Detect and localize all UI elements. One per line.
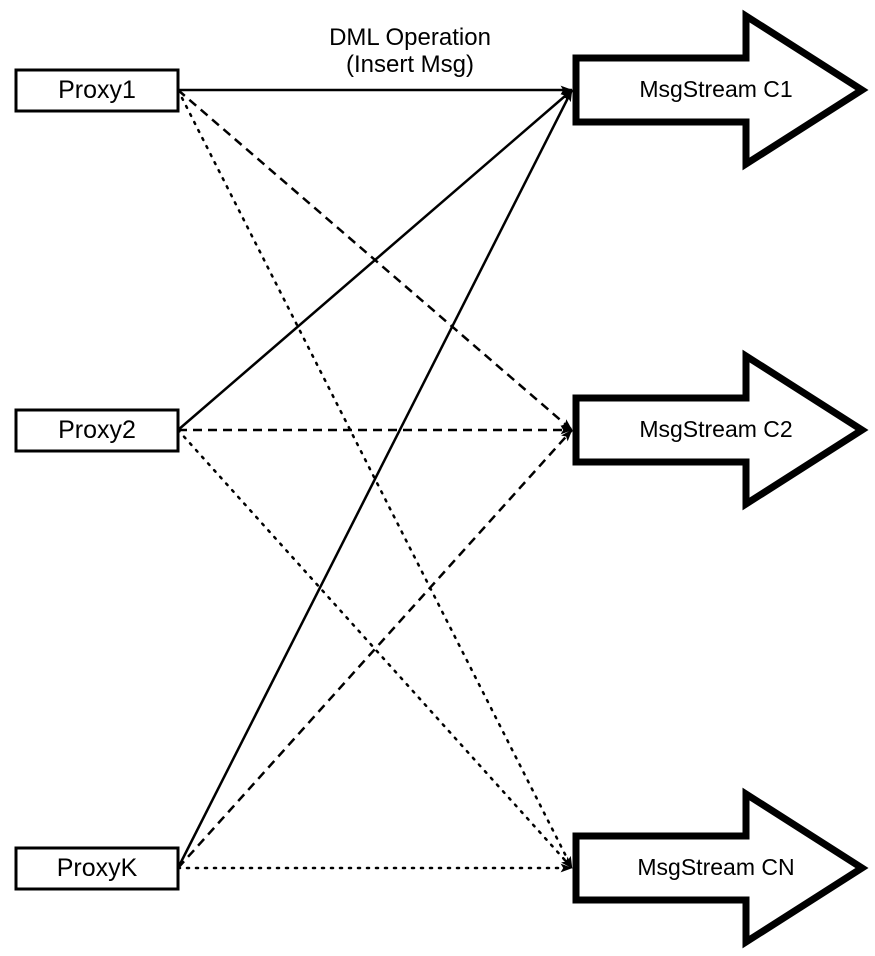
msgstream-label: MsgStream C1 xyxy=(639,76,792,102)
msgstream-arrow-shape xyxy=(572,9,869,171)
proxy-box-rect xyxy=(14,408,180,453)
edge-caption-line-1: DML Operation xyxy=(329,24,491,51)
msgstream-arrow-shape xyxy=(572,787,869,949)
msgstream-node-stream_c2[interactable]: MsgStream C2 xyxy=(572,349,869,511)
proxy-box-rect xyxy=(14,846,180,891)
proxy-box-rect xyxy=(14,68,180,113)
msgstream-node-stream_cn[interactable]: MsgStream CN xyxy=(572,787,869,949)
proxy-node-proxy1[interactable]: Proxy1 xyxy=(14,68,180,113)
msgstream-label: MsgStream C2 xyxy=(639,416,792,442)
link-proxyK-to-c1 xyxy=(176,89,574,869)
proxy-label: Proxy2 xyxy=(58,416,136,444)
edge-caption: DML Operation (Insert Msg) xyxy=(329,24,491,78)
proxy-node-proxyK[interactable]: ProxyK xyxy=(14,846,180,891)
link-proxy1-to-cn xyxy=(176,88,574,870)
streams-layer: MsgStream C1 MsgStream C2 MsgStream CN xyxy=(572,9,869,949)
msgstream-label: MsgStream CN xyxy=(637,854,794,880)
link-proxy2-to-c1 xyxy=(177,89,573,431)
edge-caption-line-2: (Insert Msg) xyxy=(346,51,474,78)
link-proxyK-to-c2 xyxy=(177,429,573,869)
proxy-node-proxy2[interactable]: Proxy2 xyxy=(14,408,180,453)
links-layer xyxy=(176,85,574,873)
proxy-label: Proxy1 xyxy=(58,76,136,104)
link-proxy2-to-cn xyxy=(176,428,574,870)
msgstream-arrow-shape xyxy=(572,349,869,511)
msgstream-node-stream_c1[interactable]: MsgStream C1 xyxy=(572,9,869,171)
proxy-label: ProxyK xyxy=(57,854,138,882)
